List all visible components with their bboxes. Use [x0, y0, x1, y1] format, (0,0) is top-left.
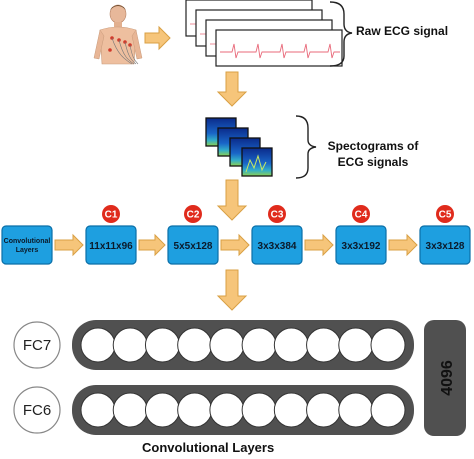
conv-badge	[184, 205, 202, 223]
fc-node	[144, 327, 180, 363]
conv-badge-label: C5	[439, 210, 452, 221]
fc-node	[80, 392, 116, 428]
conv-badge-label: C2	[187, 210, 200, 221]
conv-badge	[436, 205, 454, 223]
ecg-signal-stack	[185, 0, 343, 67]
arrow-conv-1	[138, 233, 166, 257]
fc-name: FC6	[23, 402, 51, 419]
fc-node	[273, 392, 309, 428]
fc-node	[112, 392, 148, 428]
input-block-label-line: Layers	[16, 247, 39, 254]
conv-block-c4: 3x3x192 C4	[335, 205, 387, 265]
bottom-caption: Convolutional Layers	[142, 440, 275, 455]
fc-node	[241, 392, 277, 428]
fc-name-circle	[13, 386, 61, 434]
conv-block-c2: 5x5x128 C2	[167, 205, 219, 265]
conv-block-dims: 3x3x384	[258, 241, 297, 252]
fc-node	[370, 327, 406, 363]
fc-row-fc7: FC7	[13, 320, 414, 370]
fc-node	[144, 392, 180, 428]
arrow-patient-to-signal	[144, 25, 171, 51]
conv-block-dims: 3x3x192	[342, 241, 381, 252]
conv-block-box	[419, 225, 471, 265]
arrow-conv-to-fc	[216, 269, 248, 311]
conv-block-box	[167, 225, 219, 265]
conv-block-c5: 3x3x128 C5	[419, 205, 471, 265]
fc-node	[177, 392, 213, 428]
fc-row-fc6: FC6	[13, 385, 414, 435]
fc-node	[306, 392, 342, 428]
spectrogram-label: Spectograms of ECG signals	[327, 139, 419, 169]
conv-block-box	[1, 225, 53, 265]
fc-node	[80, 327, 116, 363]
conv-badge	[102, 205, 120, 223]
fc-node	[273, 327, 309, 363]
raw-signal-bracket	[329, 1, 353, 67]
fc-size-bar: 4096	[424, 320, 466, 436]
conv-block-box	[335, 225, 387, 265]
fc-node	[177, 327, 213, 363]
conv-block-c3: 3x3x384 C3	[251, 205, 303, 265]
conv-block-box	[251, 225, 303, 265]
fc-node	[209, 327, 245, 363]
arrow-signal-to-spectrogram	[216, 71, 248, 107]
fc-node	[338, 327, 374, 363]
conv-block-dims: 11x11x96	[89, 241, 133, 252]
patient-figure	[93, 4, 143, 65]
fc-node	[338, 392, 374, 428]
input-block-label-line: Convolutional	[4, 238, 51, 245]
conv-badge	[268, 205, 286, 223]
arrow-conv-0	[54, 233, 84, 257]
conv-badge-label: C3	[271, 210, 284, 221]
spectrogram-bracket	[295, 115, 317, 179]
conv-badge-label: C1	[105, 210, 118, 221]
arrow-conv-3	[304, 233, 334, 257]
conv-badge-label: C4	[355, 210, 368, 221]
arrow-conv-4	[388, 233, 418, 257]
conv-block-dims: 5x5x128	[174, 241, 213, 252]
fc-name-circle	[13, 321, 61, 369]
conv-block-c1: 11x11x96 C1	[85, 205, 137, 265]
fc-node	[370, 392, 406, 428]
conv-block-dims: 3x3x128	[426, 241, 465, 252]
spectrogram-stack	[205, 117, 273, 177]
arrow-conv-2	[220, 233, 250, 257]
raw-signal-label: Raw ECG signal	[356, 24, 449, 38]
fc-node	[112, 327, 148, 363]
fc-size-label: 4096	[439, 360, 456, 396]
conv-block-box	[85, 225, 137, 265]
fc-name: FC7	[23, 337, 51, 354]
fc-node	[306, 327, 342, 363]
conv-badge	[352, 205, 370, 223]
fc-node	[209, 392, 245, 428]
arrow-spectrogram-to-conv	[216, 179, 248, 221]
fc-node	[241, 327, 277, 363]
